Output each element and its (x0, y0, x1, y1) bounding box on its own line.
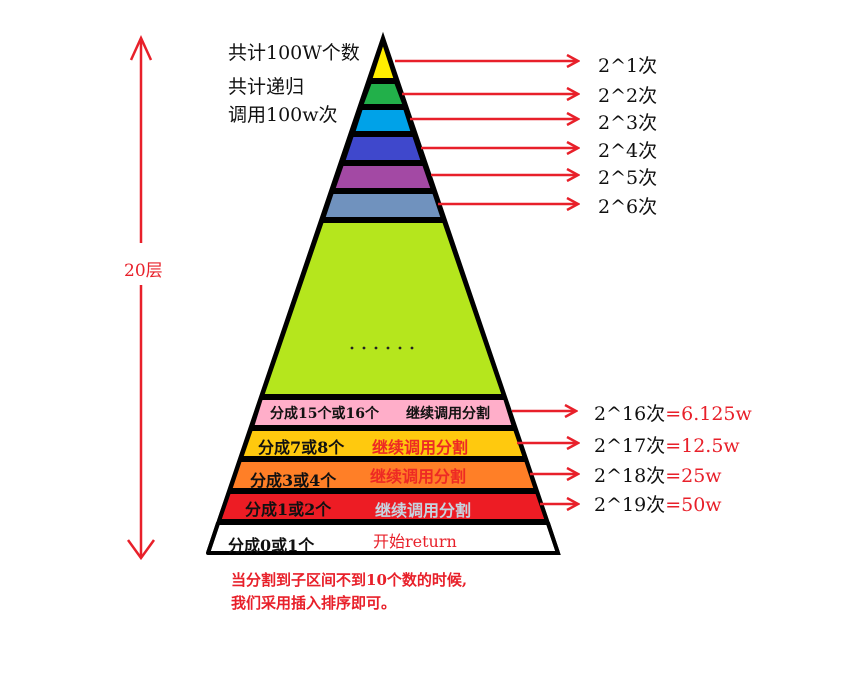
count-level-19-value: =50w (665, 494, 722, 516)
band-18-action-text: 继续调用分割 (370, 467, 467, 486)
count-level-17-label: 2^17次 (594, 435, 666, 457)
footnote-line2: 我们采用插入排序即可。 (231, 594, 397, 612)
band-level-4 (341, 133, 425, 164)
band-18-split-text: 分成3或4个 (250, 471, 337, 490)
count-level-18-label: 2^18次 (594, 465, 666, 487)
count-level-16-value: =6.125w (665, 403, 752, 425)
count-level-16-label: 2^16次 (594, 403, 666, 425)
band-level-6 (321, 190, 445, 221)
count-level-17: 2^17次=12.5w (594, 431, 740, 458)
count-level-2: 2^2次 (598, 85, 658, 107)
footnote-line1: 当分割到子区间不到10个数的时候, (231, 571, 468, 589)
count-level-1: 2^1次 (598, 55, 658, 77)
count-level-5: 2^5次 (598, 167, 658, 189)
count-level-6: 2^6次 (598, 196, 658, 218)
pyramid-outline (206, 31, 561, 555)
top-count-arrows (395, 61, 578, 204)
band-19-action-text: 继续调用分割 (375, 501, 472, 520)
band-17-split-text: 分成7或8个 (258, 438, 345, 457)
count-level-3: 2^3次 (598, 112, 658, 134)
ellipsis-dots (350, 346, 414, 350)
total-numbers-note: 共计100W个数 (228, 42, 360, 64)
depth-arrow (126, 34, 156, 561)
count-level-18: 2^18次=25w (594, 461, 722, 488)
band-19-split-text: 分成1或2个 (245, 500, 332, 519)
band-level-3 (351, 106, 415, 135)
band-17-action-text: 继续调用分割 (372, 438, 469, 457)
total-recursion-note-line2: 调用100w次 (228, 104, 338, 126)
count-level-18-value: =25w (665, 465, 722, 487)
bottom-count-arrows (512, 411, 578, 504)
count-level-19: 2^19次=50w (594, 490, 722, 517)
count-level-16: 2^16次=6.125w (594, 399, 752, 426)
band-base-split-text: 分成0或1个 (228, 536, 315, 555)
count-level-4: 2^4次 (598, 140, 658, 162)
count-level-17-value: =12.5w (665, 435, 740, 457)
total-recursion-note-line1: 共计递归 (228, 76, 305, 98)
pyramid-bands (206, 38, 560, 555)
band-16-split-text: 分成15个或16个 (270, 406, 379, 422)
depth-label: 20层 (124, 261, 163, 281)
band-level-5 (331, 162, 435, 192)
band-base-action-text: 开始return (373, 532, 457, 551)
band-middle (260, 219, 506, 398)
count-level-19-label: 2^19次 (594, 494, 666, 516)
band-16-action-text: 继续调用分割 (406, 406, 490, 422)
